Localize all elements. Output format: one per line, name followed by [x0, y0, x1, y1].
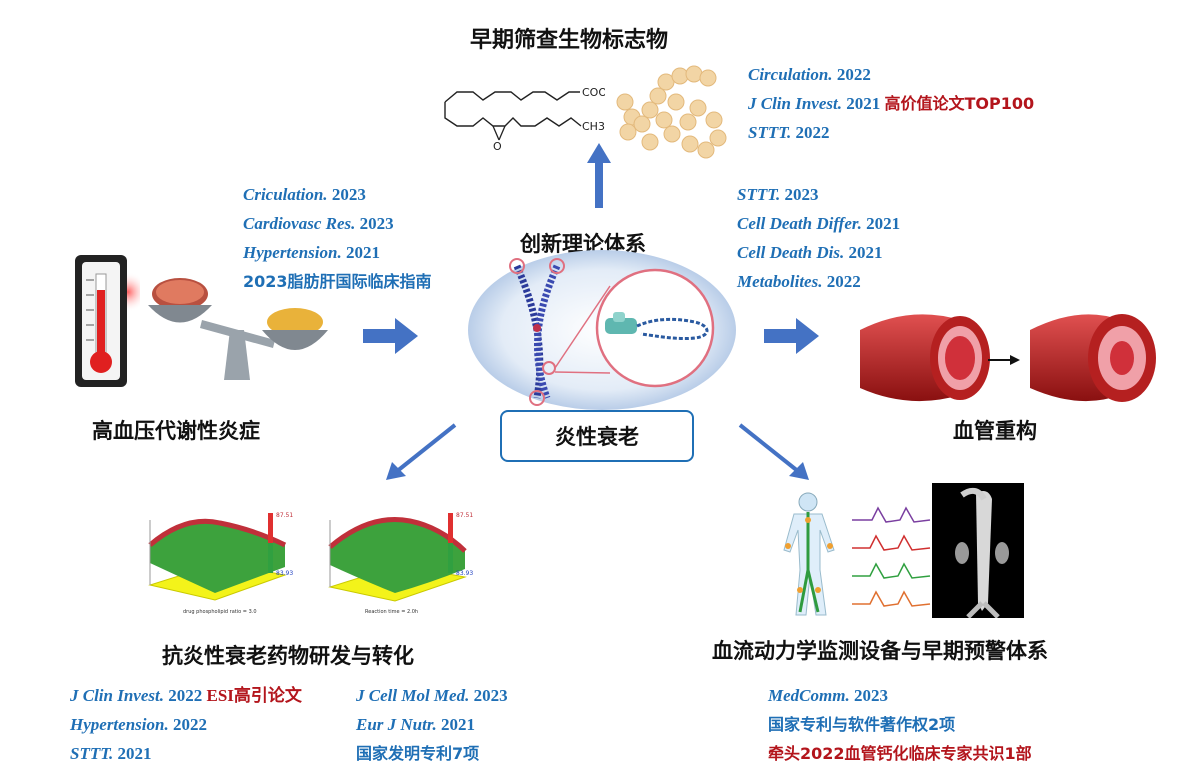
right-arrow-left: [363, 318, 418, 354]
fatty-acid-molecule: O COOH CH3: [444, 86, 605, 153]
body-circulation-icon: [783, 492, 835, 616]
thermometer-icon: [75, 255, 140, 387]
inflammaging-label: 炎性衰老: [555, 425, 639, 449]
right-ref-4: Metabolites. 2022: [737, 272, 861, 291]
left-references: Criculation. 2023 Cardiovasc Res. 2023 H…: [243, 180, 432, 296]
right-ref-2: Cell Death Differ. 2021: [737, 214, 901, 233]
xlabel-2: Reaction time = 2.0h: [365, 609, 418, 615]
bl-ref-4: J Cell Mol Med. 2023: [356, 686, 508, 705]
oxygen-label: O: [493, 140, 502, 153]
scale-min-2: 83.93: [456, 570, 473, 577]
ch3-label: CH3: [582, 120, 605, 133]
bottom-left-references-col1: J Clin Invest. 2022 ESI高引论文 Hypertension…: [70, 681, 302, 768]
left-ref-1: Criculation. 2023: [243, 185, 366, 204]
xlabel-1: drug phospholipid ratio = 3.0: [183, 609, 257, 615]
vessel-remodeling-illustration: [860, 314, 1156, 402]
bottom-left-title: 抗炎性衰老药物研发与转化: [162, 644, 414, 668]
right-ref-3: Cell Death Dis. 2021: [737, 243, 883, 262]
top-references: Circulation. 2022 J Clin Invest. 2021 高价…: [748, 60, 1034, 147]
chromosome-telomere-illustration: [468, 250, 736, 410]
left-title: 高血压代谢性炎症: [92, 419, 260, 443]
down-right-arrow: [738, 423, 809, 480]
bl-ref-2: Hypertension. 2022: [70, 715, 207, 734]
inflammaging-box: 炎性衰老: [500, 410, 694, 462]
br-ref-1: MedComm. 2023: [768, 686, 888, 705]
pulse-waveform-icon: [852, 506, 931, 607]
top-ref-3: STTT. 2022: [748, 123, 830, 142]
left-ref-2: Cardiovasc Res. 2023: [243, 214, 394, 233]
balance-scale-icon: [148, 278, 328, 380]
ct-angiography-image: [932, 483, 1024, 618]
response-surface-plot-2: 87.51 83.93 Reaction time = 2.0h: [328, 512, 473, 615]
bottom-right-references: MedComm. 2023 国家专利与软件著作权2项 牵头2022血管钙化临床专…: [768, 681, 1032, 768]
cooh-label: COOH: [582, 86, 605, 99]
bl-ref-5: Eur J Nutr. 2021: [356, 715, 476, 734]
bl-ref-3: STTT. 2021: [70, 744, 152, 763]
br-consensus: 牵头2022血管钙化临床专家共识1部: [768, 744, 1032, 763]
br-patent: 国家专利与软件著作权2项: [768, 715, 956, 734]
scale-max-2: 87.51: [456, 512, 473, 519]
bottom-left-references-col2: J Cell Mol Med. 2023 Eur J Nutr. 2021 国家…: [356, 681, 508, 768]
left-ref-3: Hypertension. 2021: [243, 243, 380, 262]
right-references: STTT. 2023 Cell Death Differ. 2021 Cell …: [737, 180, 900, 296]
scale-max-1: 87.51: [276, 512, 293, 519]
up-arrow: [587, 143, 611, 208]
down-left-arrow: [386, 423, 457, 480]
top-ref-1: Circulation. 2022: [748, 65, 871, 84]
right-arrow-right: [764, 318, 819, 354]
scale-min-1: 83.93: [276, 570, 293, 577]
top-ref-2: J Clin Invest. 2021 高价值论文TOP100: [748, 94, 1035, 113]
biomarker-beads-icon: [616, 65, 727, 159]
biomarker-title: 早期筛查生物标志物: [470, 28, 669, 53]
response-surface-plot-1: 87.51 83.93 drug phospholipid ratio = 3.…: [148, 512, 293, 615]
bottom-right-title: 血流动力学监测设备与早期预警体系: [712, 639, 1048, 663]
right-title: 血管重构: [953, 419, 1037, 443]
left-guideline: 2023脂肪肝国际临床指南: [243, 272, 432, 291]
bl-ref-1: J Clin Invest. 2022 ESI高引论文: [70, 686, 302, 705]
bl-patent: 国家发明专利7项: [356, 744, 480, 763]
right-ref-1: STTT. 2023: [737, 185, 819, 204]
